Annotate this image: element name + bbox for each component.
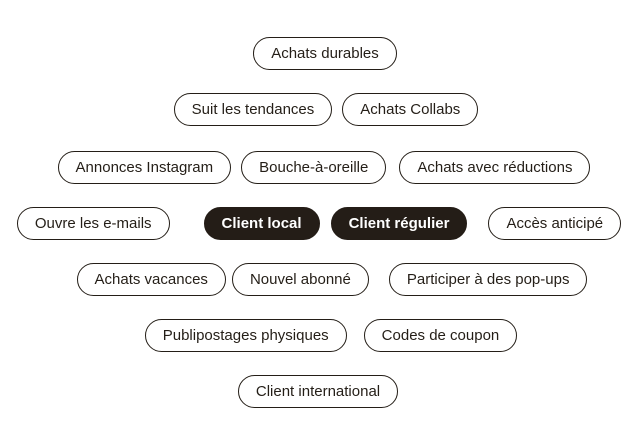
tag-row-2: Suit les tendances Achats Collabs xyxy=(6,93,640,126)
tag-row-7: Client international xyxy=(0,375,638,408)
tag-achats-avec-reductions[interactable]: Achats avec réductions xyxy=(399,151,591,184)
tag-client-regulier-selected[interactable]: Client régulier xyxy=(330,207,468,240)
tag-suit-les-tendances[interactable]: Suit les tendances xyxy=(173,93,333,126)
tag-nouvel-abonne[interactable]: Nouvel abonné xyxy=(231,263,369,296)
tag-row-4: Ouvre les e-mails Client local Client ré… xyxy=(0,207,639,240)
tag-annonces-instagram[interactable]: Annonces Instagram xyxy=(57,151,232,184)
tag-bouche-a-oreille[interactable]: Bouche-à-oreille xyxy=(241,151,387,184)
tag-publipostages-physiques[interactable]: Publipostages physiques xyxy=(144,319,347,352)
tag-row-6: Publipostages physiques Codes de coupon xyxy=(11,319,640,352)
tag-ouvre-les-emails[interactable]: Ouvre les e-mails xyxy=(16,207,170,240)
tag-row-1: Achats durables xyxy=(5,37,640,70)
tag-client-international[interactable]: Client international xyxy=(237,375,399,408)
tag-acces-anticipe[interactable]: Accès anticipé xyxy=(488,207,622,240)
tag-row-5: Achats vacances Nouvel abonné Participer… xyxy=(12,263,640,296)
tag-codes-de-coupon[interactable]: Codes de coupon xyxy=(363,319,518,352)
tag-participer-a-des-popups[interactable]: Participer à des pop-ups xyxy=(388,263,588,296)
tag-achats-durables[interactable]: Achats durables xyxy=(253,37,397,70)
tag-achats-collabs[interactable]: Achats Collabs xyxy=(342,93,479,126)
tag-client-local-selected[interactable]: Client local xyxy=(203,207,320,240)
tag-row-3: Annonces Instagram Bouche-à-oreille Acha… xyxy=(4,151,640,184)
tag-achats-vacances[interactable]: Achats vacances xyxy=(76,263,226,296)
